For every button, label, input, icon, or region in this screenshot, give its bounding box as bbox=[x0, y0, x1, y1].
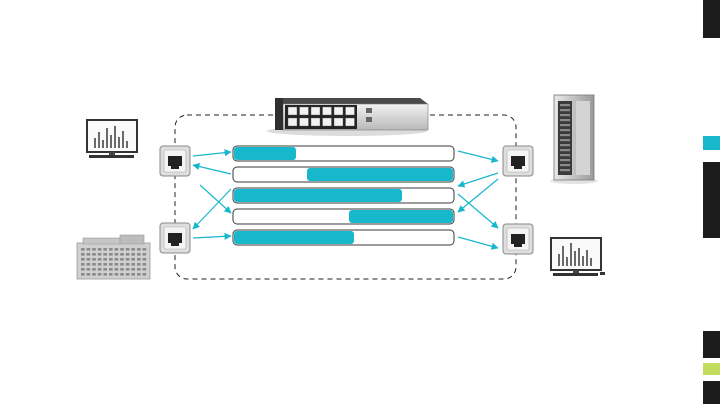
traffic-bar bbox=[232, 229, 455, 246]
monitor-icon bbox=[550, 237, 605, 276]
sidebar-tab-6[interactable] bbox=[703, 381, 720, 404]
server-tower-icon bbox=[550, 94, 598, 184]
arrow bbox=[457, 193, 499, 229]
sidebar-tab-5[interactable] bbox=[703, 363, 720, 375]
sidebar-tab-2[interactable] bbox=[703, 136, 720, 150]
network-switch-icon bbox=[267, 98, 429, 136]
traffic-bar bbox=[232, 208, 455, 225]
traffic-bar-fill bbox=[234, 147, 296, 160]
traffic-bar bbox=[232, 166, 455, 183]
ethernet-jack-icon bbox=[502, 223, 534, 255]
building-icon bbox=[76, 234, 151, 280]
traffic-bar bbox=[232, 187, 455, 204]
arrow bbox=[192, 162, 232, 175]
network-boundary bbox=[174, 114, 517, 280]
arrow bbox=[457, 236, 499, 250]
traffic-bar bbox=[232, 145, 455, 162]
traffic-bar-fill bbox=[307, 168, 453, 181]
ethernet-jack-icon bbox=[502, 145, 534, 177]
arrow bbox=[457, 150, 499, 163]
ethernet-jack-icon bbox=[159, 222, 191, 254]
traffic-bar-fill bbox=[349, 210, 453, 223]
arrow bbox=[457, 178, 499, 213]
traffic-bar-fill bbox=[234, 231, 354, 244]
arrow bbox=[457, 172, 499, 188]
arrow bbox=[192, 149, 232, 157]
arrow bbox=[192, 188, 232, 230]
arrow bbox=[192, 232, 232, 240]
sidebar-tab-4[interactable] bbox=[703, 331, 720, 358]
monitor-icon bbox=[86, 119, 138, 158]
ethernet-jack-icon bbox=[159, 145, 191, 177]
arrow bbox=[199, 184, 232, 214]
sidebar-tab-3[interactable] bbox=[703, 162, 720, 238]
sidebar-tab-1[interactable] bbox=[703, 0, 720, 38]
traffic-bar-fill bbox=[234, 189, 402, 202]
